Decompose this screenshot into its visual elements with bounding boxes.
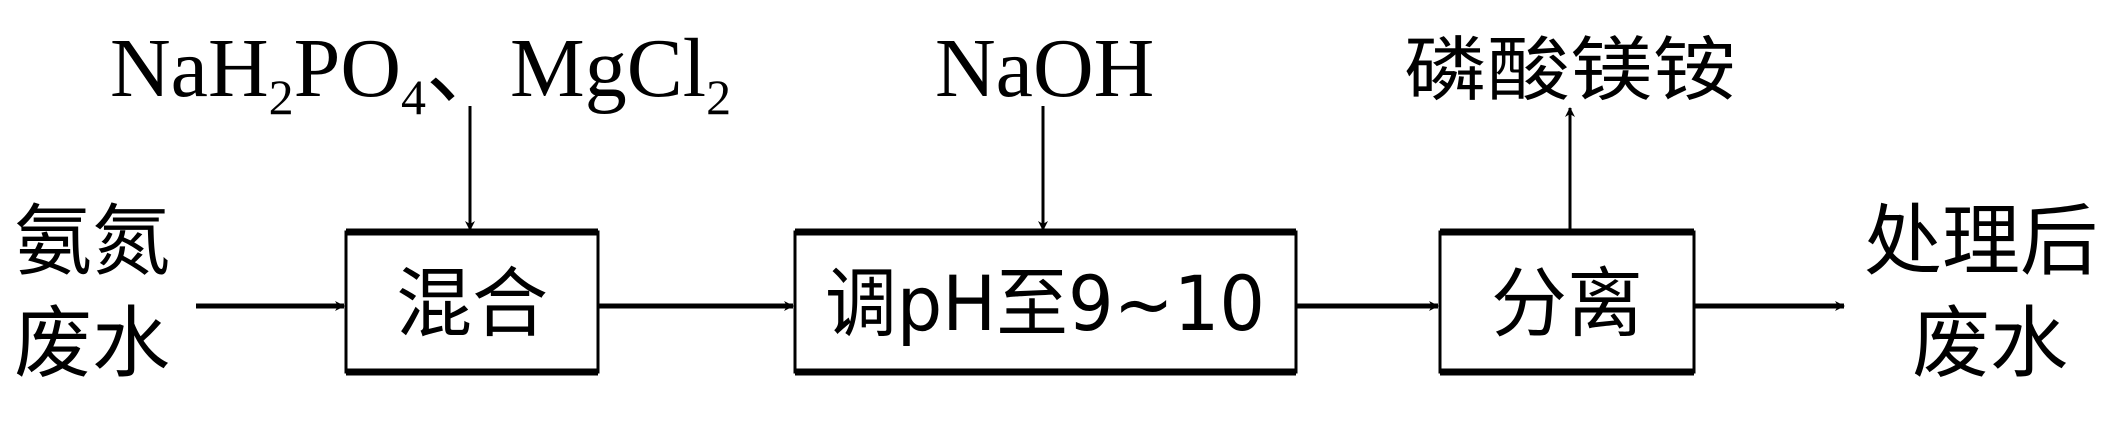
step-box-mix: 混合 xyxy=(344,228,600,376)
output-wastewater-line1: 处理后 xyxy=(1864,197,2098,287)
input-wastewater-line2: 废水 xyxy=(14,299,170,389)
reagent-label-naoh: NaOH xyxy=(935,22,1154,115)
input-wastewater-line1: 氨氮 xyxy=(14,197,170,287)
output-wastewater-line2: 废水 xyxy=(1912,299,2068,389)
step-label-adjust-ph: 调pH至9~10 xyxy=(825,259,1265,348)
reagent-label-nah2po4-mgcl2: NaH2PO4、MgCl2 xyxy=(110,18,731,125)
product-label: 磷酸镁铵 xyxy=(1404,29,1736,111)
step-label-mix: 混合 xyxy=(396,259,548,348)
step-box-adjust-ph: 调pH至9~10 xyxy=(793,228,1298,376)
step-box-separate: 分离 xyxy=(1438,228,1696,376)
step-label-separate: 分离 xyxy=(1491,259,1643,348)
